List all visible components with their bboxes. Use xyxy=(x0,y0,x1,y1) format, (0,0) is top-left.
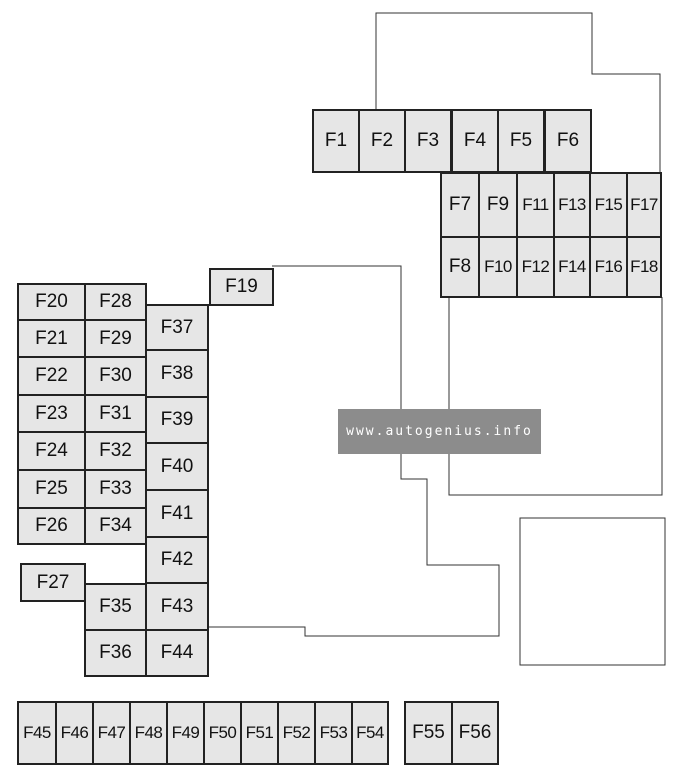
fuse-f12: F12 xyxy=(516,236,555,298)
fuse-f40: F40 xyxy=(145,442,209,491)
fuse-f22: F22 xyxy=(17,356,86,396)
fuse-f46: F46 xyxy=(55,701,94,765)
fuse-f14: F14 xyxy=(553,236,591,298)
fuse-f18: F18 xyxy=(626,236,662,298)
relay-housing-top xyxy=(375,12,661,173)
fuse-f20: F20 xyxy=(17,283,86,321)
fuse-f36: F36 xyxy=(84,629,147,677)
fuse-f44: F44 xyxy=(145,629,209,677)
fuse-f41: F41 xyxy=(145,489,209,538)
fuse-f53: F53 xyxy=(314,701,353,765)
fuse-f3: F3 xyxy=(404,109,452,173)
fuse-f25: F25 xyxy=(17,469,86,509)
fuse-f27: F27 xyxy=(20,563,86,602)
fuse-f49: F49 xyxy=(166,701,205,765)
fuse-f21: F21 xyxy=(17,319,86,358)
fuse-f15: F15 xyxy=(589,172,628,238)
fuse-f28: F28 xyxy=(84,283,147,321)
relay-housing-right xyxy=(448,297,663,496)
fuse-f54: F54 xyxy=(351,701,389,765)
fuse-f39: F39 xyxy=(145,396,209,444)
relay-block xyxy=(519,517,666,666)
fuse-f10: F10 xyxy=(478,236,518,298)
watermark-text: www.autogenius.info xyxy=(338,409,541,454)
fuse-f5: F5 xyxy=(497,109,545,173)
fuse-f2: F2 xyxy=(358,109,406,173)
fuse-f17: F17 xyxy=(626,172,662,238)
fuse-f11: F11 xyxy=(516,172,555,238)
fuse-f43: F43 xyxy=(145,582,209,631)
fuse-f19: F19 xyxy=(209,268,274,306)
fuse-f6: F6 xyxy=(544,109,592,173)
fuse-f4: F4 xyxy=(451,109,499,173)
fuse-f48: F48 xyxy=(129,701,168,765)
center-housing xyxy=(209,265,500,637)
fuse-f50: F50 xyxy=(203,701,242,765)
fuse-f35: F35 xyxy=(84,583,147,631)
fuse-f47: F47 xyxy=(92,701,131,765)
fuse-f38: F38 xyxy=(145,349,209,398)
fuse-f37: F37 xyxy=(145,304,209,351)
fuse-f8: F8 xyxy=(440,236,480,298)
fuse-f16: F16 xyxy=(589,236,628,298)
fuse-f29: F29 xyxy=(84,319,147,358)
fuse-f52: F52 xyxy=(277,701,316,765)
fuse-f31: F31 xyxy=(84,394,147,433)
fuse-f26: F26 xyxy=(17,507,86,545)
fuse-f51: F51 xyxy=(240,701,279,765)
fuse-f33: F33 xyxy=(84,469,147,509)
fuse-f13: F13 xyxy=(553,172,591,238)
fuse-f7: F7 xyxy=(440,172,480,238)
fuse-f1: F1 xyxy=(312,109,360,173)
fuse-f9: F9 xyxy=(478,172,518,238)
fuse-f24: F24 xyxy=(17,431,86,471)
fuse-f32: F32 xyxy=(84,431,147,471)
fuse-f30: F30 xyxy=(84,356,147,396)
fuse-f56: F56 xyxy=(451,701,499,765)
fuse-f34: F34 xyxy=(84,507,147,545)
fuse-f45: F45 xyxy=(17,701,57,765)
fuse-f23: F23 xyxy=(17,394,86,433)
fuse-f55: F55 xyxy=(404,701,453,765)
fuse-f42: F42 xyxy=(145,536,209,584)
